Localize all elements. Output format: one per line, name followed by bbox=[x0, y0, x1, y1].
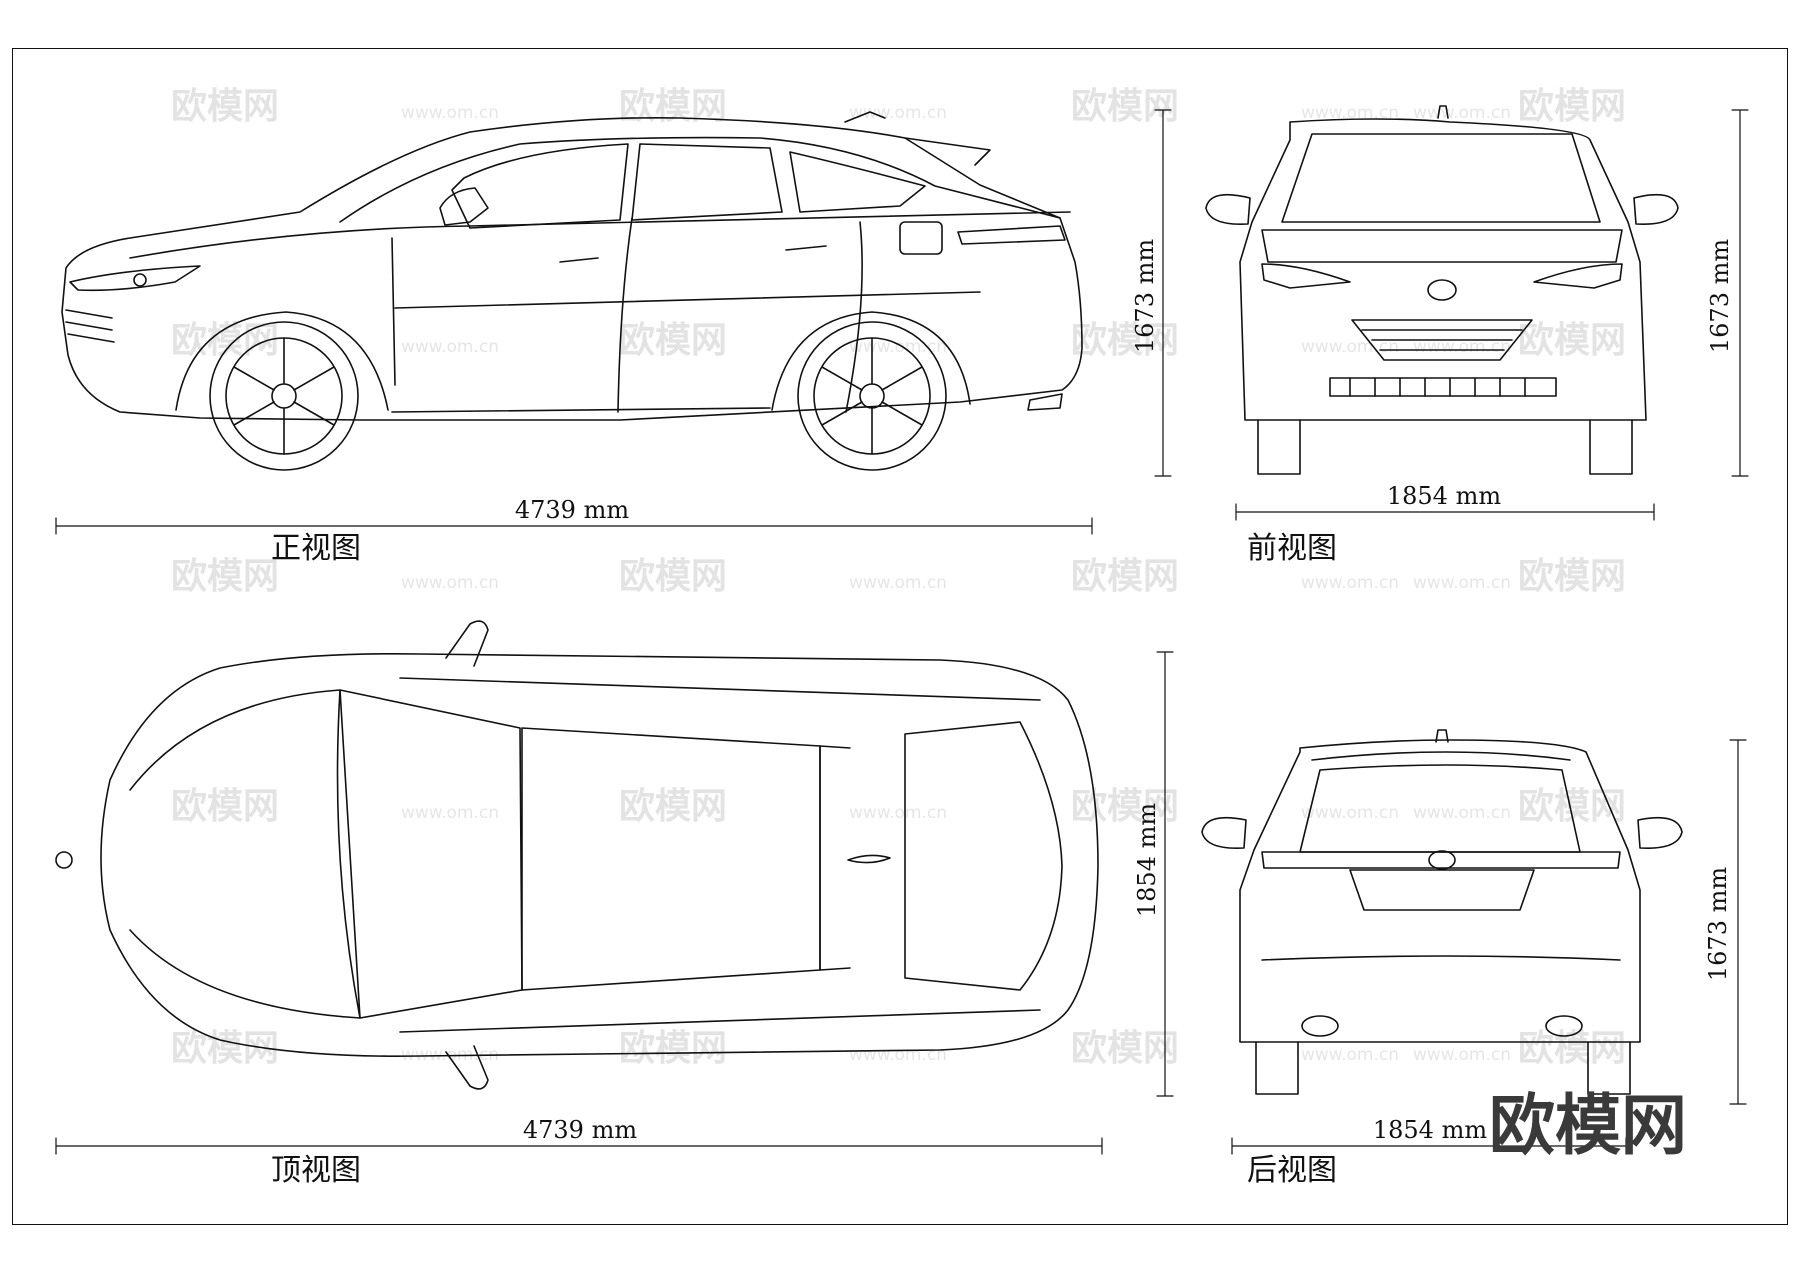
rear-width-label: 1854 mm bbox=[1373, 1116, 1487, 1144]
drawing-frame bbox=[12, 48, 1788, 1225]
side-view-wheel-front bbox=[209, 321, 359, 471]
watermark-url: www.om.cn bbox=[1301, 1045, 1399, 1065]
brand-logo: 欧模网 bbox=[1489, 1087, 1687, 1164]
rear-view-caption: 后视图 bbox=[1247, 1153, 1337, 1188]
side-view-car bbox=[61, 111, 1083, 421]
watermark-brand: 欧模网 bbox=[619, 1028, 727, 1069]
side-view-wheel-rear bbox=[797, 321, 947, 471]
watermark-url: www.om.cn bbox=[1413, 1045, 1511, 1065]
watermark-brand: 欧模网 bbox=[171, 86, 279, 127]
watermark-url: www.om.cn bbox=[401, 803, 499, 823]
watermark-brand: 欧模网 bbox=[171, 1028, 279, 1069]
watermark-url: www.om.cn bbox=[1301, 337, 1399, 357]
watermark-brand: 欧模网 bbox=[171, 786, 279, 827]
watermark-url: www.om.cn bbox=[849, 573, 947, 593]
dimension-lines bbox=[55, 109, 1749, 1155]
watermark-url: www.om.cn bbox=[849, 1045, 947, 1065]
watermark-brand: 欧模网 bbox=[619, 786, 727, 827]
watermark-brand: 欧模网 bbox=[619, 556, 727, 597]
watermark-url: www.om.cn bbox=[1413, 573, 1511, 593]
watermark-brand: 欧模网 bbox=[619, 86, 727, 127]
top-length-label: 4739 mm bbox=[523, 1116, 637, 1144]
watermark-brand: 欧模网 bbox=[1071, 1028, 1179, 1069]
rear-view-car bbox=[1201, 729, 1683, 1095]
side-length-label: 4739 mm bbox=[515, 496, 629, 524]
watermark-url: www.om.cn bbox=[401, 337, 499, 357]
watermark-url: www.om.cn bbox=[1413, 337, 1511, 357]
front-view-car bbox=[1205, 105, 1679, 475]
rear-height-label: 1673 mm bbox=[1704, 867, 1732, 981]
watermark-brand: 欧模网 bbox=[1518, 320, 1626, 361]
watermark-url: www.om.cn bbox=[1413, 803, 1511, 823]
watermark-brand: 欧模网 bbox=[1518, 556, 1626, 597]
watermark-brand: 欧模网 bbox=[1518, 1028, 1626, 1069]
watermark-brand: 欧模网 bbox=[1518, 86, 1626, 127]
watermark-url: www.om.cn bbox=[849, 103, 947, 123]
watermark-brand: 欧模网 bbox=[1071, 786, 1179, 827]
watermark-brand: 欧模网 bbox=[1518, 786, 1626, 827]
watermark-layer: 欧模网 www.om.cn 欧模网 www.om.cn 欧模网 www.om.cn 欧模网 w… bbox=[171, 86, 1626, 1069]
front-height-label: 1673 mm bbox=[1706, 239, 1734, 353]
watermark-url: www.om.cn bbox=[849, 803, 947, 823]
watermark-url: www.om.cn bbox=[401, 103, 499, 123]
side-height-label: 1673 mm bbox=[1131, 239, 1159, 353]
watermark-url: www.om.cn bbox=[401, 573, 499, 593]
watermark-url: www.om.cn bbox=[1301, 573, 1399, 593]
watermark-brand: 欧模网 bbox=[1071, 86, 1179, 127]
front-width-label: 1854 mm bbox=[1387, 482, 1501, 510]
top-view-car bbox=[55, 620, 1099, 1090]
side-view-caption: 正视图 bbox=[271, 531, 361, 566]
front-view-caption: 前视图 bbox=[1247, 531, 1337, 566]
watermark-brand: 欧模网 bbox=[171, 320, 279, 361]
watermark-url: www.om.cn bbox=[1301, 803, 1399, 823]
watermark-url: www.om.cn bbox=[1301, 103, 1399, 123]
watermark-brand: 欧模网 bbox=[171, 556, 279, 597]
watermark-brand: 欧模网 bbox=[1071, 556, 1179, 597]
top-view-caption: 顶视图 bbox=[271, 1153, 361, 1188]
watermark-brand: 欧模网 bbox=[1071, 320, 1179, 361]
top-width-label: 1854 mm bbox=[1133, 803, 1161, 917]
watermark-brand: 欧模网 bbox=[619, 320, 727, 361]
